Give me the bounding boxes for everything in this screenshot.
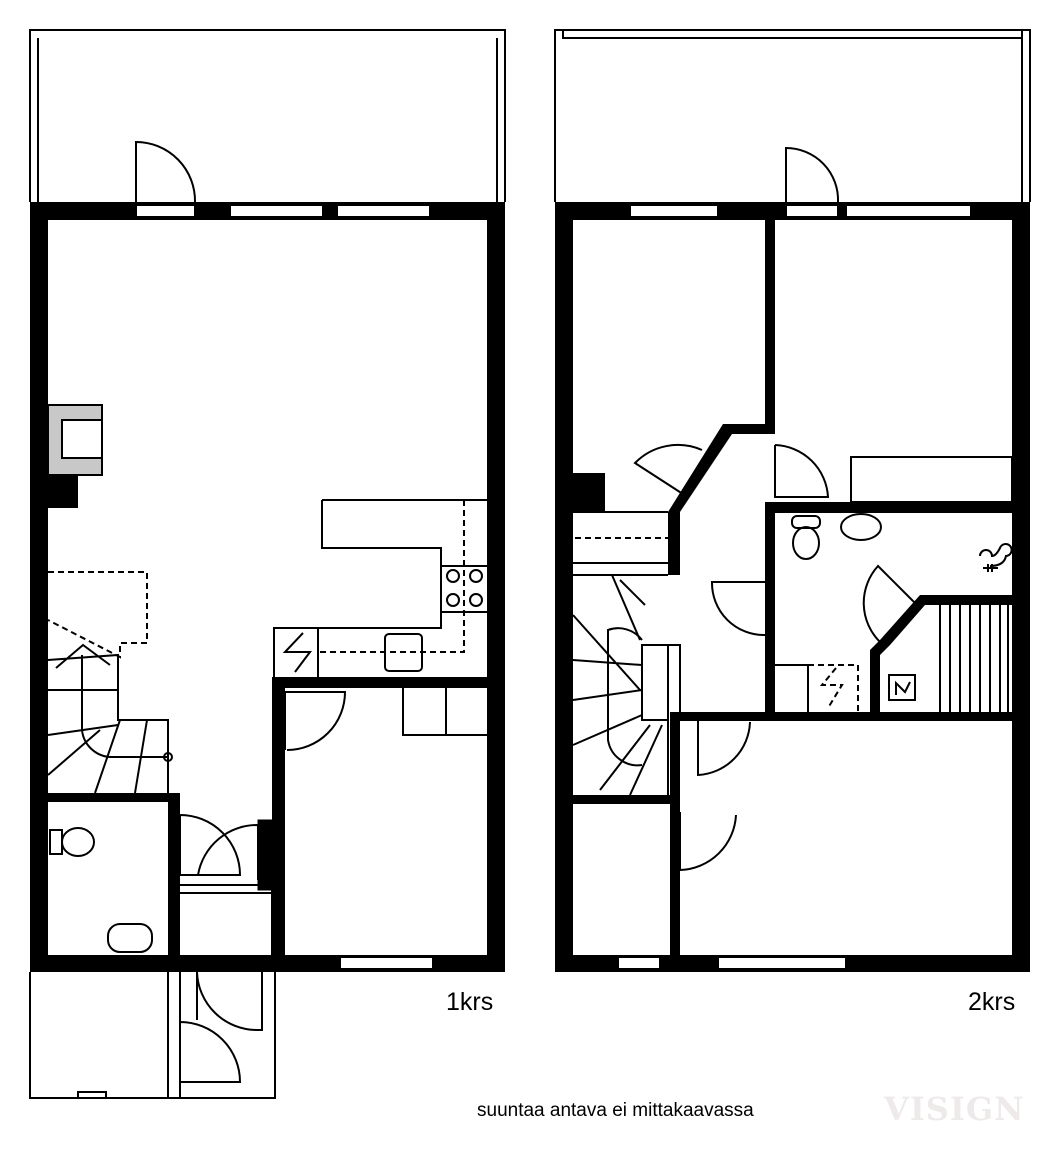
washbasin-icon	[107, 923, 153, 953]
floor-2-label: 2krs	[968, 988, 1016, 1016]
stove-icon	[446, 569, 483, 607]
scale-disclaimer: suuntaa antava ei mittakaavassa	[477, 1100, 754, 1121]
bedroom-door[interactable]	[633, 443, 703, 497]
sauna-bench	[939, 605, 1009, 712]
toilet-icon	[49, 827, 95, 857]
terrace-door-opening	[135, 204, 196, 218]
terrace-door[interactable]	[135, 140, 197, 203]
washbasin-icon	[840, 513, 882, 541]
desk	[850, 456, 1013, 503]
entrance	[29, 971, 276, 1099]
bedroom-door[interactable]	[284, 691, 347, 751]
bathroom-door[interactable]	[710, 581, 766, 637]
kitchen	[273, 499, 487, 677]
toilet-icon	[791, 515, 821, 560]
window	[339, 956, 434, 970]
electric-icon	[819, 667, 844, 709]
sauna-door[interactable]	[862, 564, 918, 643]
sauna-stove-icon	[888, 674, 916, 701]
bedroom-door[interactable]	[774, 444, 830, 498]
terrace	[29, 29, 506, 202]
bedroom-door[interactable]	[697, 720, 751, 777]
stairs	[47, 571, 173, 794]
balcony-door-opening	[785, 204, 839, 218]
wc-door[interactable]	[179, 814, 242, 876]
floor-1-label: 1krs	[446, 988, 494, 1016]
stairs	[572, 574, 681, 796]
sink-icon	[384, 633, 423, 672]
storage-door[interactable]	[179, 1021, 242, 1083]
window	[629, 204, 719, 218]
floor-1-plan	[29, 29, 506, 1099]
window	[617, 956, 661, 970]
electric-icon	[282, 632, 312, 673]
watermark-logo: VISIGN	[884, 1090, 1025, 1128]
window	[336, 204, 431, 218]
balcony	[554, 29, 1031, 202]
window	[229, 204, 324, 218]
closet-door[interactable]	[679, 812, 737, 872]
wardrobe	[402, 688, 487, 736]
floor-2-plan	[554, 29, 1031, 972]
electric-icon	[895, 680, 911, 695]
balcony-door[interactable]	[785, 146, 840, 203]
window	[717, 956, 847, 970]
hall-door[interactable]	[197, 823, 259, 880]
entrance-door[interactable]	[196, 971, 263, 1031]
interior-walls	[573, 220, 1012, 955]
shower-icon	[979, 543, 1013, 572]
interior-walls	[48, 677, 487, 955]
fireplace	[47, 404, 103, 508]
window	[845, 204, 972, 218]
